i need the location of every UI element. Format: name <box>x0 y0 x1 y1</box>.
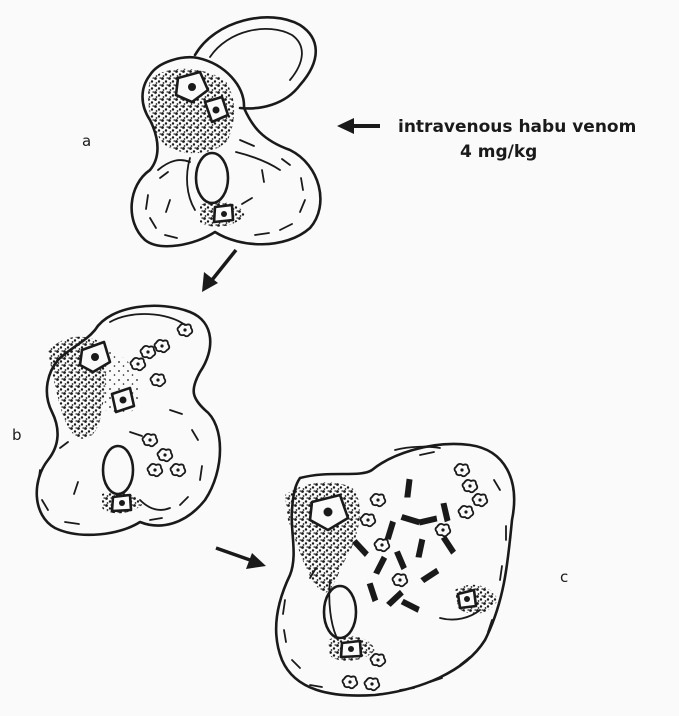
panel-label-c: c <box>560 568 568 586</box>
panel-label-a: a <box>82 132 91 150</box>
glomerulus-b <box>37 306 220 535</box>
injection-arrow <box>337 118 380 134</box>
glomerulus-c <box>276 444 514 696</box>
arrow-b-to-c <box>216 548 266 569</box>
arrow-a-to-b <box>202 250 236 292</box>
annotation-line-1: intravenous habu venom <box>398 117 636 137</box>
glomerulus-a <box>132 17 321 246</box>
annotation-line-2: 4 mg/kg <box>460 142 537 162</box>
panel-label-b: b <box>12 426 22 444</box>
